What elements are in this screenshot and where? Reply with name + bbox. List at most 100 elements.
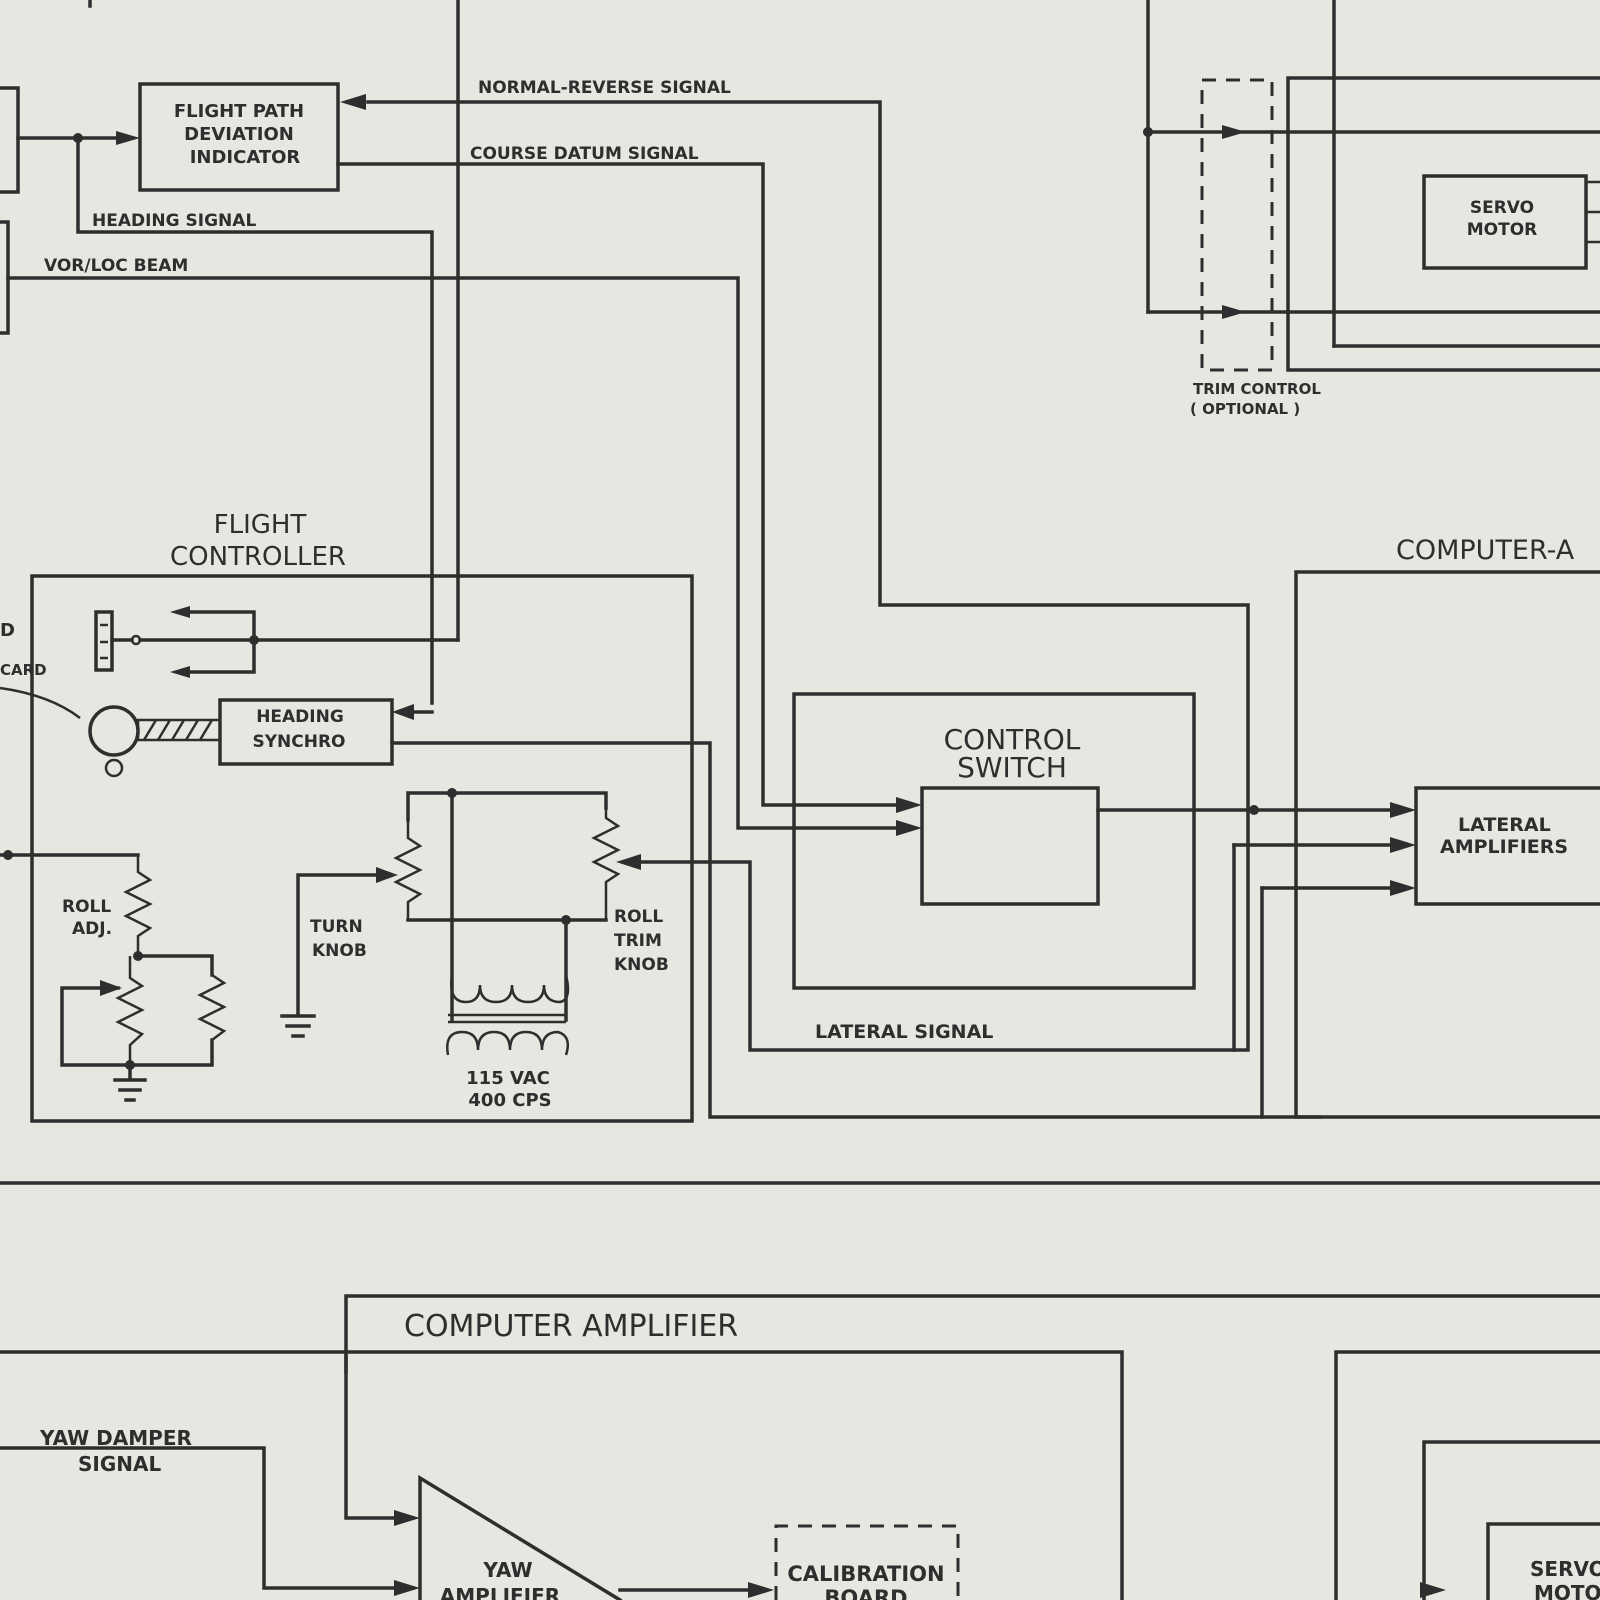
- yaw-input-1: [344, 1350, 400, 1520]
- fpdi-line-1: FLIGHT PATH: [174, 101, 304, 122]
- top-left-wiring: [0, 0, 1322, 1119]
- turn-knob-line-1: TURN: [310, 917, 363, 937]
- left-box-fragment-1: [0, 86, 20, 194]
- control-switch-outer-box: [792, 692, 1196, 990]
- transformer-core: [448, 1013, 566, 1024]
- heading-signal-wire: [76, 136, 434, 705]
- roll-adj-line-2: ADJ.: [72, 919, 112, 939]
- lateral-signal-label: LATERAL SIGNAL: [815, 1021, 993, 1043]
- lateral-amplifiers-line-1: LATERAL: [1458, 814, 1551, 836]
- ground-icon: [280, 1013, 316, 1038]
- yaw-amplifier-line-1: YAW: [482, 1558, 532, 1582]
- turn-resistor: [393, 820, 423, 920]
- transformer-primary: [446, 1030, 569, 1056]
- servo-bottom-line-1: SERVO: [1530, 1557, 1600, 1581]
- vor-loc-wire: [6, 276, 912, 830]
- arrowhead: [1390, 880, 1416, 896]
- switch-contacts-bracket: [186, 610, 256, 674]
- roll-trim-line-3: KNOB: [614, 955, 669, 975]
- trim-control-line-2: ( OPTIONAL ): [1190, 400, 1300, 418]
- control-switch-title-1: CONTROL: [944, 723, 1081, 756]
- arrowhead: [392, 704, 414, 720]
- card-leader: [0, 686, 81, 719]
- yaw-damper-wire: [0, 1446, 400, 1590]
- power-line-1: 115 VAC: [466, 1068, 550, 1089]
- yaw-damper-line-1: YAW DAMPER: [39, 1426, 192, 1450]
- synchro-rotor-icon: [88, 705, 140, 757]
- computer-amplifier-right: COMPUTER-A LATERAL AMPLIFIERS: [1232, 535, 1600, 1119]
- shaft-hatching: [142, 719, 214, 741]
- servo-inner-bracket: [1422, 1440, 1600, 1600]
- course-datum-wire: [336, 162, 902, 807]
- roll-trim-line-2: TRIM: [614, 931, 662, 951]
- roll-trim-line-1: ROLL: [614, 907, 663, 927]
- arrowhead: [170, 606, 190, 618]
- turn-knob-wire: [296, 873, 380, 1017]
- control-switch-inner-box: [920, 786, 1100, 906]
- computer-amplifier-bottom-title: COMPUTER AMPLIFIER: [404, 1309, 738, 1344]
- computer-amplifier-bottom-box: [0, 1350, 1124, 1600]
- arrowhead: [394, 1510, 420, 1526]
- yaw-amplifier-line-2: AMPLIFIER: [440, 1584, 560, 1600]
- arrowhead: [394, 1580, 420, 1596]
- heading-synchro-box: [218, 698, 394, 766]
- arrowhead: [896, 797, 922, 813]
- servo-motor-box-top: [1422, 174, 1588, 270]
- resistor-symbol: [115, 956, 145, 1065]
- turn-knob-line-2: KNOB: [312, 941, 367, 961]
- synchro-output-wire: [390, 741, 1322, 1119]
- servo-top-line-1: SERVO: [1470, 198, 1534, 218]
- lateral-amplifiers-line-2: AMPLIFIERS: [1440, 836, 1568, 858]
- flight-controller-title-1: FLIGHT: [214, 510, 307, 540]
- roll-adj-branch: [128, 954, 214, 1067]
- arrowhead: [1222, 305, 1246, 319]
- arrowhead: [1390, 802, 1416, 818]
- control-switch-title-2: SWITCH: [957, 751, 1067, 784]
- power-line-2: 400 CPS: [468, 1090, 551, 1111]
- heading-signal-label: HEADING SIGNAL: [92, 211, 256, 231]
- transformer-secondary: [450, 974, 570, 1004]
- computer-amplifier-right-title: COMPUTER-A: [1396, 535, 1575, 566]
- arrowhead: [1222, 125, 1246, 139]
- ground-icon: [113, 1063, 147, 1102]
- fpdi-block: FLIGHT PATH DEVIATION INDICATOR: [138, 82, 340, 192]
- bridge-top-wire: [406, 791, 608, 822]
- roll-adj-resistor: [123, 855, 153, 956]
- switch-contacts: [100, 623, 108, 660]
- junction-dot: [1249, 805, 1259, 815]
- calibration-line-2: BOARD: [824, 1586, 907, 1600]
- servo-group-box-bottom: [1334, 1350, 1600, 1600]
- heading-synchro-line-1: HEADING: [256, 707, 344, 727]
- servo-bottom-line-2: MOTOR: [1534, 1581, 1600, 1600]
- servo-terminals: [1586, 180, 1600, 244]
- servo-top-line-2: MOTOR: [1467, 220, 1538, 240]
- calibration-line-1: CALIBRATION: [787, 1562, 944, 1586]
- synchro-foot: [104, 758, 124, 778]
- fpdi-line-2: DEVIATION: [184, 124, 294, 145]
- arrowhead: [116, 131, 140, 145]
- calibration-board-box: [774, 1524, 960, 1600]
- arrowhead: [170, 666, 190, 678]
- flight-controller-title-2: CONTROLLER: [170, 542, 346, 572]
- normal-reverse-wire: [366, 100, 1250, 1052]
- servo-group-box: [1286, 76, 1600, 372]
- junction-dot: [3, 850, 13, 860]
- trim-control-line-1: TRIM CONTROL: [1193, 380, 1321, 398]
- arrowhead: [616, 854, 641, 870]
- normal-reverse-label: NORMAL-REVERSE SIGNAL: [478, 78, 731, 98]
- card-fragment-2: CARD: [0, 661, 47, 679]
- heading-synchro-line-2: SYNCHRO: [252, 732, 345, 752]
- lateral-amp-inputs: [1232, 843, 1392, 890]
- trim-control-box: [1200, 78, 1274, 372]
- flight-controller: FLIGHT CONTROLLER D CARD HEADING SYNCHRO: [0, 510, 694, 1123]
- computer-amplifier-bottom: COMPUTER AMPLIFIER YAW DAMPER SIGNAL YAW…: [0, 1294, 1600, 1600]
- resistor-symbol: [197, 973, 227, 1041]
- yaw-amplifier-triangle: [418, 1474, 623, 1600]
- control-switch-block: CONTROL SWITCH LATERAL SIGNAL: [792, 692, 1392, 1043]
- arrowhead: [1420, 1582, 1446, 1598]
- lateral-amplifiers-box: [1414, 786, 1600, 906]
- arrowhead: [100, 980, 122, 996]
- computer-amplifier-header-box: [344, 1294, 1600, 1374]
